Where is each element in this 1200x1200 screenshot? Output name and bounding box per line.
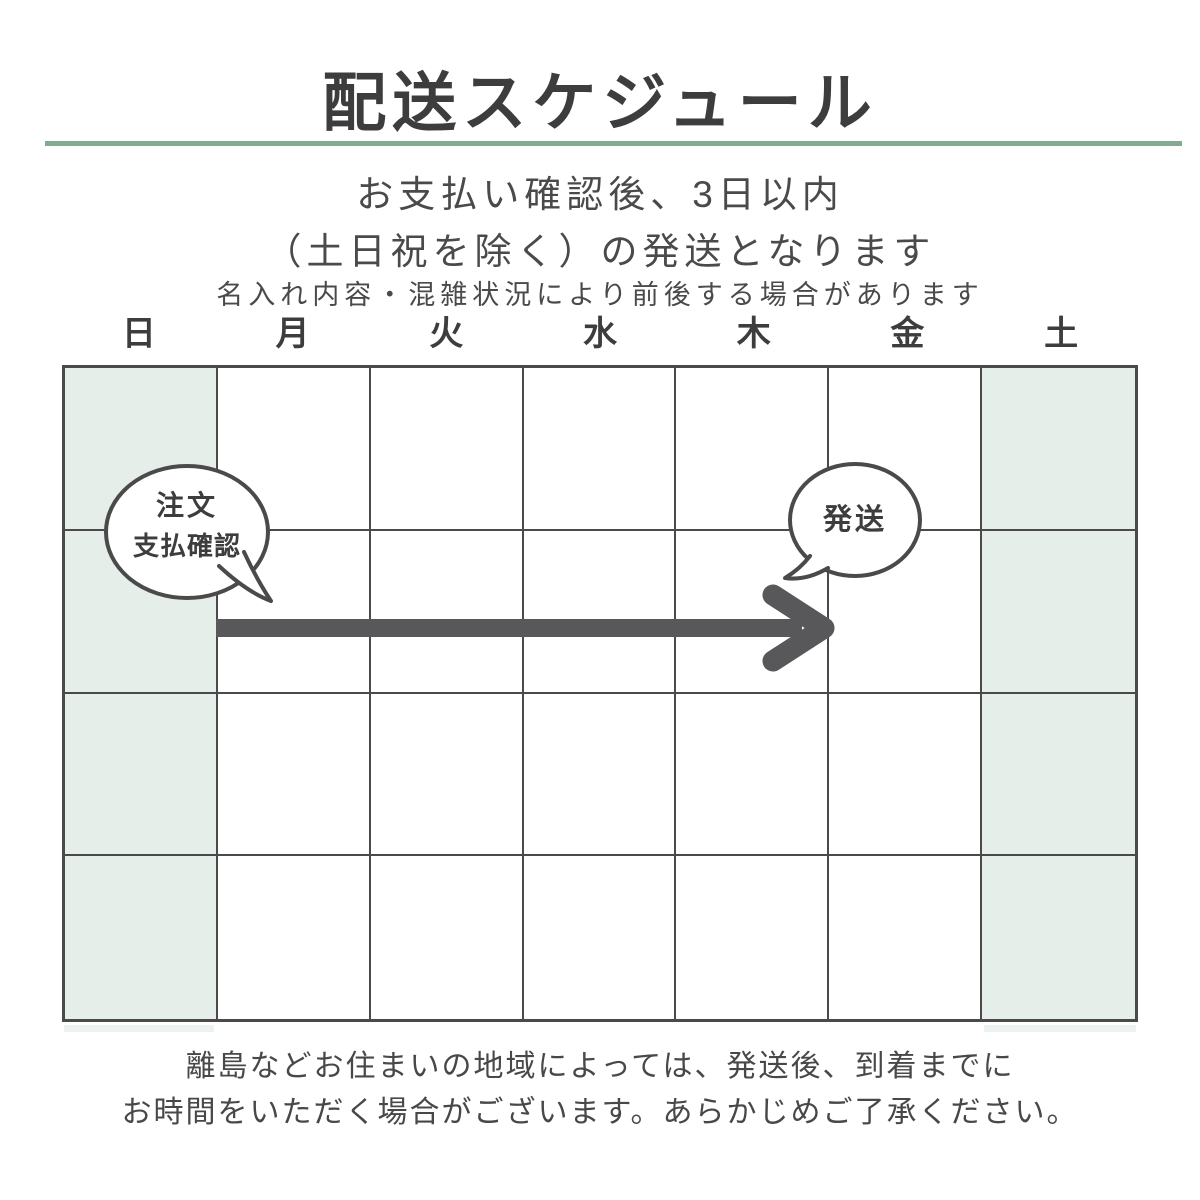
calendar-cell: [676, 530, 830, 694]
calendar-cell: [65, 693, 218, 857]
calendar-cell: [676, 856, 830, 1019]
calendar-cell: [982, 368, 1135, 531]
calendar-cell: [370, 856, 524, 1019]
calendar-cell: [982, 693, 1135, 857]
day-header-fri: 金: [890, 315, 925, 353]
day-header-sat: 土: [1044, 315, 1079, 353]
day-header-tue: 火: [429, 315, 464, 353]
order-bubble-label-line1: 注文: [155, 490, 218, 521]
page-title: 配送スケジュール: [322, 67, 878, 139]
calendar-cell: [370, 368, 524, 531]
subtitle-line-1: お支払い確認後、3日以内: [356, 174, 844, 215]
calendar-cell: [523, 530, 677, 694]
calendar-cell: [982, 530, 1135, 694]
calendar-cell: [217, 856, 371, 1019]
calendar-cell: [523, 693, 677, 857]
footer-note-line2: お時間をいただく場合がございます。あらかじめご了承ください。: [121, 1096, 1079, 1129]
note-text: 名入れ内容・混雑状況により前後する場合があります: [216, 280, 984, 310]
day-header-thu: 木: [736, 315, 771, 353]
calendar-grid: [62, 365, 1138, 1022]
day-header-sun: 日: [121, 315, 156, 353]
weekday-header-row: 日 月 火 水 木 金 土: [62, 306, 1138, 353]
calendar-cell: [370, 693, 524, 857]
ship-bubble-label: 発送: [822, 504, 887, 536]
order-bubble-label-line2: 支払確認: [132, 531, 241, 561]
calendar-cell: [829, 530, 983, 694]
day-header-wed: 水: [582, 315, 617, 353]
calendar-cell: [65, 856, 218, 1019]
calendar-cell: [217, 368, 371, 531]
accent-divider: [45, 141, 1182, 146]
calendar-cell: [982, 856, 1135, 1019]
calendar-cell: [370, 530, 524, 694]
weekend-column-shadow: [64, 1025, 214, 1032]
calendar-cell: [523, 856, 677, 1019]
calendar-cell: [217, 693, 371, 857]
weekend-column-shadow: [984, 1025, 1136, 1032]
calendar-cell: [829, 693, 983, 857]
subtitle-line-2: （土日祝を除く）の発送となります: [264, 231, 936, 272]
footer-note-line1: 離島などお住まいの地域によっては、発送後、到着までに: [185, 1050, 1015, 1083]
calendar-cell: [523, 368, 677, 531]
day-header-mon: 月: [275, 315, 310, 353]
calendar-cell: [676, 693, 830, 857]
calendar-cell: [829, 856, 983, 1019]
